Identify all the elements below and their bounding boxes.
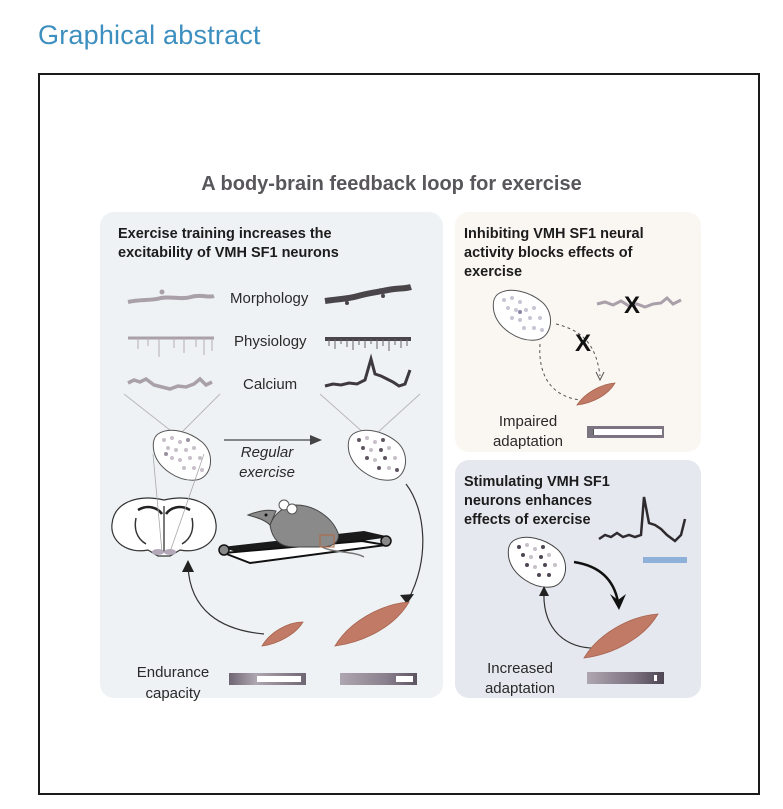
increased-line1: Increased xyxy=(487,660,553,677)
vmh-nucleus-stimulated-icon xyxy=(507,536,566,588)
calcium-trace-before-icon xyxy=(127,376,213,391)
inhibition-panel-heading: Inhibiting VMH SF1 neural activity block… xyxy=(464,225,644,282)
increased-line2: adaptation xyxy=(484,680,556,697)
zoom-guide-lines xyxy=(123,393,421,435)
blocked-pathway-arrows-icon xyxy=(539,323,605,401)
impaired-adaptation-bar xyxy=(587,426,664,438)
stimulation-panel-heading: Stimulating VMH SF1 neurons enhances eff… xyxy=(464,473,610,530)
vmh-nucleus-before-icon xyxy=(152,429,211,481)
pathway-blocked-x-icon: X xyxy=(575,330,592,357)
impaired-bar-fill xyxy=(593,429,662,435)
calcium-label: Calcium xyxy=(243,376,298,393)
endurance-label-line1: Endurance xyxy=(136,664,210,681)
morphology-trace-after-icon xyxy=(324,284,412,305)
impaired-line2: adaptation xyxy=(492,433,564,450)
stimulation-heading-line1: Stimulating VMH SF1 xyxy=(464,474,610,490)
trace-blocked-x-icon: X xyxy=(624,292,641,319)
figure-title: A body-brain feedback loop for exercise xyxy=(201,173,582,195)
stimulation-period-bar xyxy=(643,557,687,563)
muscle-large-icon xyxy=(334,601,410,647)
graphical-abstract-heading: Graphical abstract xyxy=(38,20,261,50)
physiology-trace-before-icon xyxy=(128,336,214,357)
endurance-bar-before-fill xyxy=(257,676,301,682)
arrow-label-line1: Regular xyxy=(240,444,294,461)
calcium-trace-inhibited-icon xyxy=(596,295,682,309)
inhibition-panel xyxy=(455,212,701,452)
regular-exercise-arrow-icon xyxy=(224,435,322,445)
stimulation-panel xyxy=(455,460,701,698)
morphology-label: Morphology xyxy=(230,290,309,307)
left-heading-line2: excitability of VMH SF1 neurons xyxy=(118,245,339,261)
increased-adaptation-label: Increased adaptation xyxy=(475,659,565,699)
physiology-trace-after-icon xyxy=(325,337,411,351)
stimulation-heading-line3: effects of exercise xyxy=(464,512,591,528)
inhibition-heading-line1: Inhibiting VMH SF1 neural xyxy=(464,226,644,242)
arrow-label-line2: exercise xyxy=(239,464,295,481)
inhibition-heading-line2: activity blocks effects of xyxy=(464,245,633,261)
impaired-adaptation-label: Impaired adaptation xyxy=(483,412,573,452)
muscle-stimulated-icon xyxy=(583,613,659,659)
muscle-inhibited-icon xyxy=(576,382,616,406)
physiology-label: Physiology xyxy=(234,333,307,350)
calcium-trace-after-icon xyxy=(324,353,412,388)
stimulation-loop-arrows-icon xyxy=(539,560,626,649)
endurance-bar-after-fill xyxy=(396,676,413,682)
mouse-on-treadmill-icon xyxy=(218,499,392,565)
morphology-trace-before-icon xyxy=(127,289,215,304)
impaired-line1: Impaired xyxy=(498,413,558,430)
feedback-loop-arrows-icon xyxy=(182,483,424,635)
endurance-label-line2: capacity xyxy=(145,685,201,702)
endurance-capacity-label: Endurance capacity xyxy=(128,662,218,704)
regular-exercise-label: Regular exercise xyxy=(232,443,302,483)
vmh-nucleus-after-icon xyxy=(347,429,406,481)
endurance-bar-after xyxy=(340,673,417,685)
muscle-small-icon xyxy=(261,621,304,647)
endurance-bar-before xyxy=(229,673,306,685)
brain-section-icon xyxy=(111,453,217,557)
stimulation-heading-line2: neurons enhances xyxy=(464,493,593,509)
inhibition-heading-line3: exercise xyxy=(464,264,523,280)
left-heading-line1: Exercise training increases the xyxy=(118,226,332,242)
increased-bar-fill xyxy=(654,675,657,681)
left-panel-heading: Exercise training increases the excitabi… xyxy=(118,225,339,263)
calcium-trace-stimulated-icon xyxy=(598,496,687,543)
increased-adaptation-bar xyxy=(587,672,664,684)
vmh-nucleus-inhibited-icon xyxy=(492,289,551,341)
